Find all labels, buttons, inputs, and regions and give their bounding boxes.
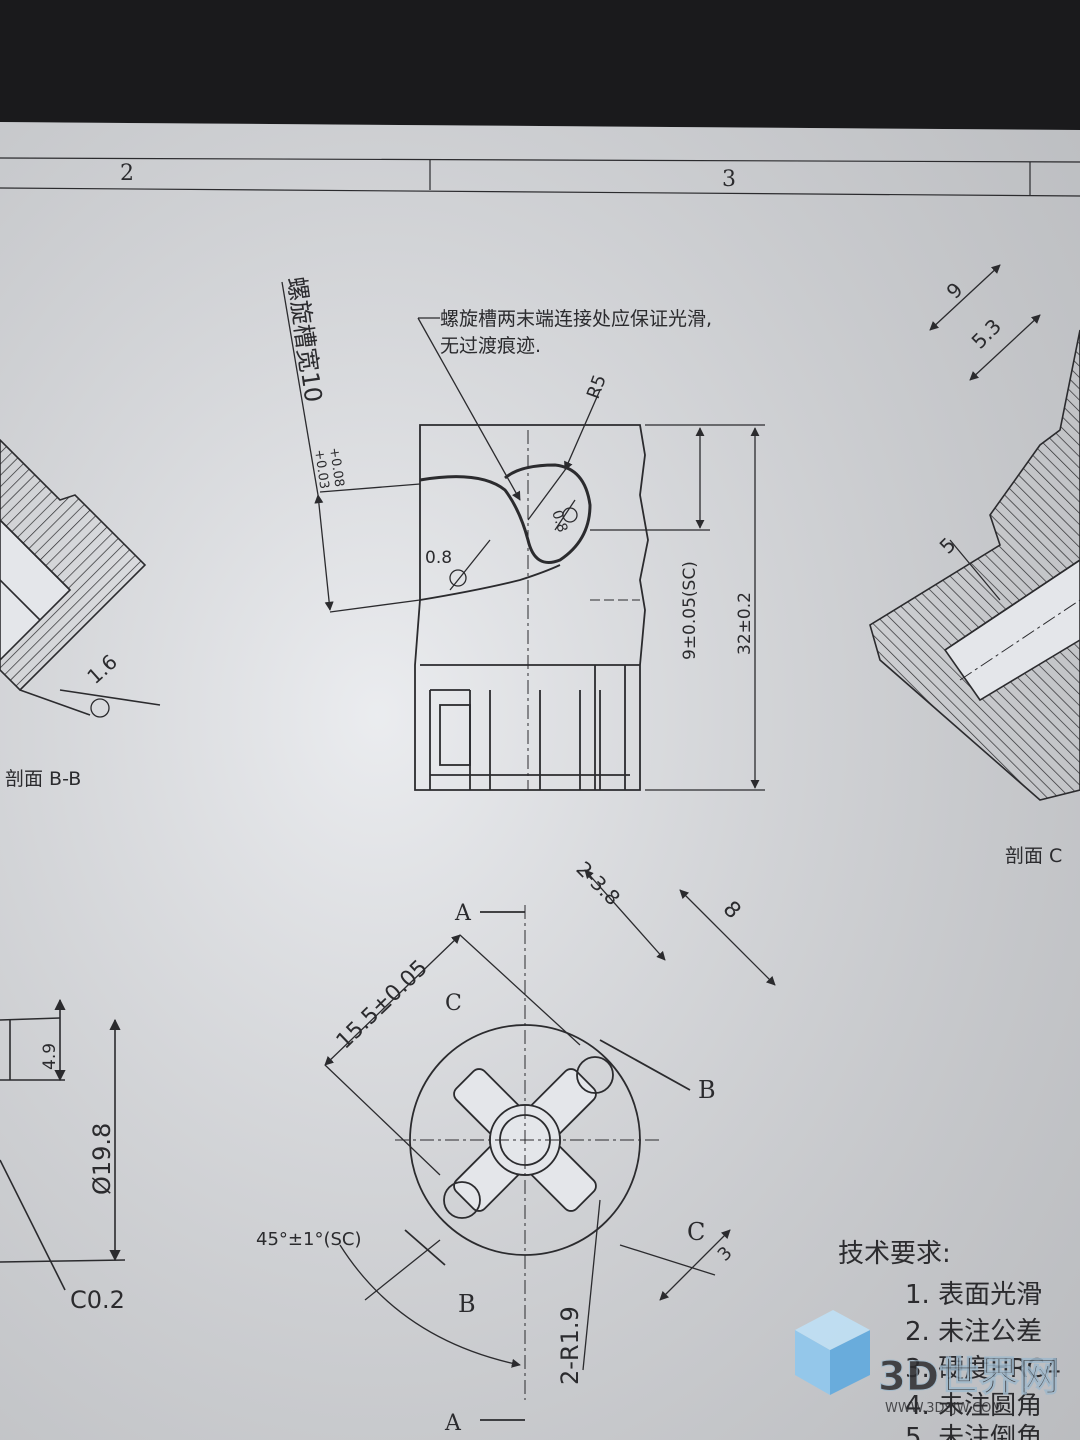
left-view: [0, 998, 126, 1291]
left-view-diameter: Ø19.8: [88, 1123, 116, 1195]
zone-marker-2: 2: [120, 161, 134, 186]
angle-label: 45°±1°(SC): [256, 1229, 361, 1250]
section-b-right: B: [698, 1076, 716, 1104]
bottom-view-dimensions: [324, 869, 776, 1371]
bottom-view: [395, 905, 691, 1421]
section-c-right-label: C: [687, 1218, 705, 1246]
section-bb: [0, 438, 161, 716]
zone-marker-3: 3: [722, 167, 736, 192]
section-bb-roughness: [90, 698, 110, 718]
note-line-2: 无过渡痕迹.: [440, 335, 541, 357]
section-c-dimensions: [929, 264, 1041, 601]
top-view: [414, 424, 649, 791]
radius-leader: [527, 389, 601, 521]
tech-req-item-3: 3. 硬度HRC4: [905, 1354, 1061, 1384]
watermark-logo-icon: [795, 1310, 870, 1395]
left-view-dim-49: 4.9: [40, 1043, 60, 1070]
tech-req-item-5: 5. 未注倒角: [905, 1423, 1042, 1440]
note-line-1: 螺旋槽两末端连接处应保证光滑,: [440, 308, 712, 330]
radius-2-r1-9: 2-R1.9: [556, 1306, 584, 1385]
section-bb-title: 剖面 B-B: [5, 768, 81, 790]
dim-height-sc: 9±0.05(SC): [680, 561, 700, 660]
section-c-title: 剖面 C: [1005, 845, 1062, 867]
tech-req-item-2: 2. 未注公差: [905, 1317, 1042, 1347]
dim-total-height: 32±0.2: [735, 592, 755, 655]
tech-req-item-1: 1. 表面光滑: [905, 1280, 1042, 1310]
section-c: [869, 329, 1080, 801]
roughness-symbols: [449, 499, 578, 591]
watermark-text: 3D世界网: [878, 1354, 1059, 1400]
height-dimensions: [590, 424, 765, 791]
note-leader: [417, 317, 521, 501]
section-b-left: B: [458, 1290, 476, 1318]
tech-req-title: 技术要求:: [838, 1239, 951, 1269]
slot-width-tol-lower: +0.03: [311, 448, 331, 490]
watermark-sub: WWW.3DSJW.COM: [885, 1401, 1003, 1416]
slot-width-tol-upper: +0.08: [326, 446, 346, 488]
section-c-top-label: C: [445, 991, 462, 1016]
roughness-inner: 0.8: [548, 508, 570, 534]
roughness-left: 0.8: [425, 548, 452, 568]
left-view-chamfer: C0.2: [70, 1286, 125, 1314]
section-a-top: A: [454, 901, 472, 926]
section-a-bottom: A: [444, 1411, 462, 1436]
tech-req-item-4: 4. 未注圆角: [905, 1391, 1042, 1421]
slot-width-dimension: [281, 281, 421, 613]
sheet-border: [0, 157, 1080, 197]
